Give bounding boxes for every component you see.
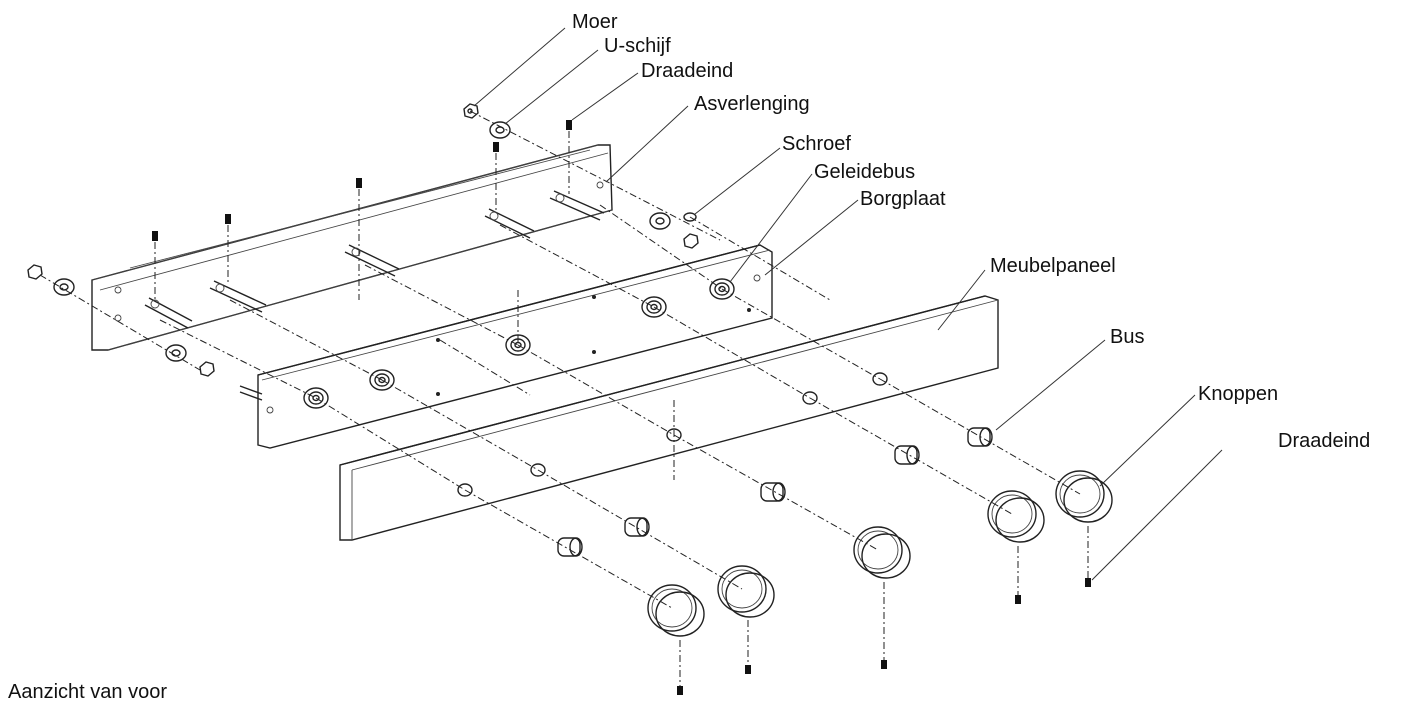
shaft-extension — [144, 297, 193, 329]
shaft-extension — [549, 190, 605, 221]
view-caption: Aanzicht van voor — [8, 681, 167, 703]
panel-holes — [457, 372, 888, 497]
shaft-extension — [484, 208, 535, 239]
knob-set-screws — [677, 526, 1091, 695]
knob — [987, 490, 1045, 543]
leader-lines — [473, 27, 1223, 581]
nut — [27, 264, 43, 280]
bushing — [624, 517, 650, 537]
set-screws — [152, 120, 572, 300]
label-asverlenging: Asverlenging — [694, 93, 810, 115]
washer — [489, 121, 511, 139]
label-borgplaat: Borgplaat — [860, 188, 946, 210]
label-draadeind-top: Draadeind — [641, 60, 733, 82]
hardware — [27, 103, 699, 401]
guide-bushing — [641, 296, 667, 318]
knobs — [647, 470, 1113, 637]
nut — [463, 103, 479, 119]
shaft-extensions — [144, 190, 605, 329]
set-screw — [356, 178, 362, 188]
label-draadeind-bottom: Draadeind — [1278, 430, 1370, 452]
bushing — [557, 537, 583, 557]
guide-bushing — [303, 387, 329, 409]
locking-plate — [257, 244, 773, 449]
assembly-axes — [39, 110, 1081, 609]
label-meubelpaneel: Meubelpaneel — [990, 255, 1116, 277]
knob — [647, 584, 705, 637]
guide-bushing — [709, 278, 735, 300]
label-moer: Moer — [572, 11, 618, 33]
washer — [53, 278, 75, 296]
set-screw — [493, 142, 499, 152]
label-bus: Bus — [1110, 326, 1144, 348]
screw — [683, 212, 697, 222]
guide-bushing — [369, 369, 395, 391]
nut — [199, 361, 215, 377]
set-screw — [152, 231, 158, 241]
washer — [165, 344, 187, 362]
shaft-extension — [344, 244, 400, 277]
part-labels: Moer U-schijf Draadeind Asverlenging Sch… — [572, 11, 1370, 452]
washer — [649, 212, 671, 230]
bushing — [760, 482, 786, 502]
knob — [853, 526, 911, 579]
label-geleidebus: Geleidebus — [814, 161, 915, 183]
set-screw — [566, 120, 572, 130]
bushings — [557, 427, 993, 557]
knob — [1055, 470, 1113, 523]
shaft-extension — [209, 280, 267, 313]
label-u-schijf: U-schijf — [604, 35, 671, 57]
bushing — [894, 445, 920, 465]
label-knoppen: Knoppen — [1198, 383, 1278, 405]
nut — [683, 233, 699, 249]
set-screw — [225, 214, 231, 224]
label-schroef: Schroef — [782, 133, 851, 155]
knob — [717, 565, 775, 618]
mounting-bracket — [91, 144, 613, 351]
furniture-panel — [339, 295, 999, 541]
